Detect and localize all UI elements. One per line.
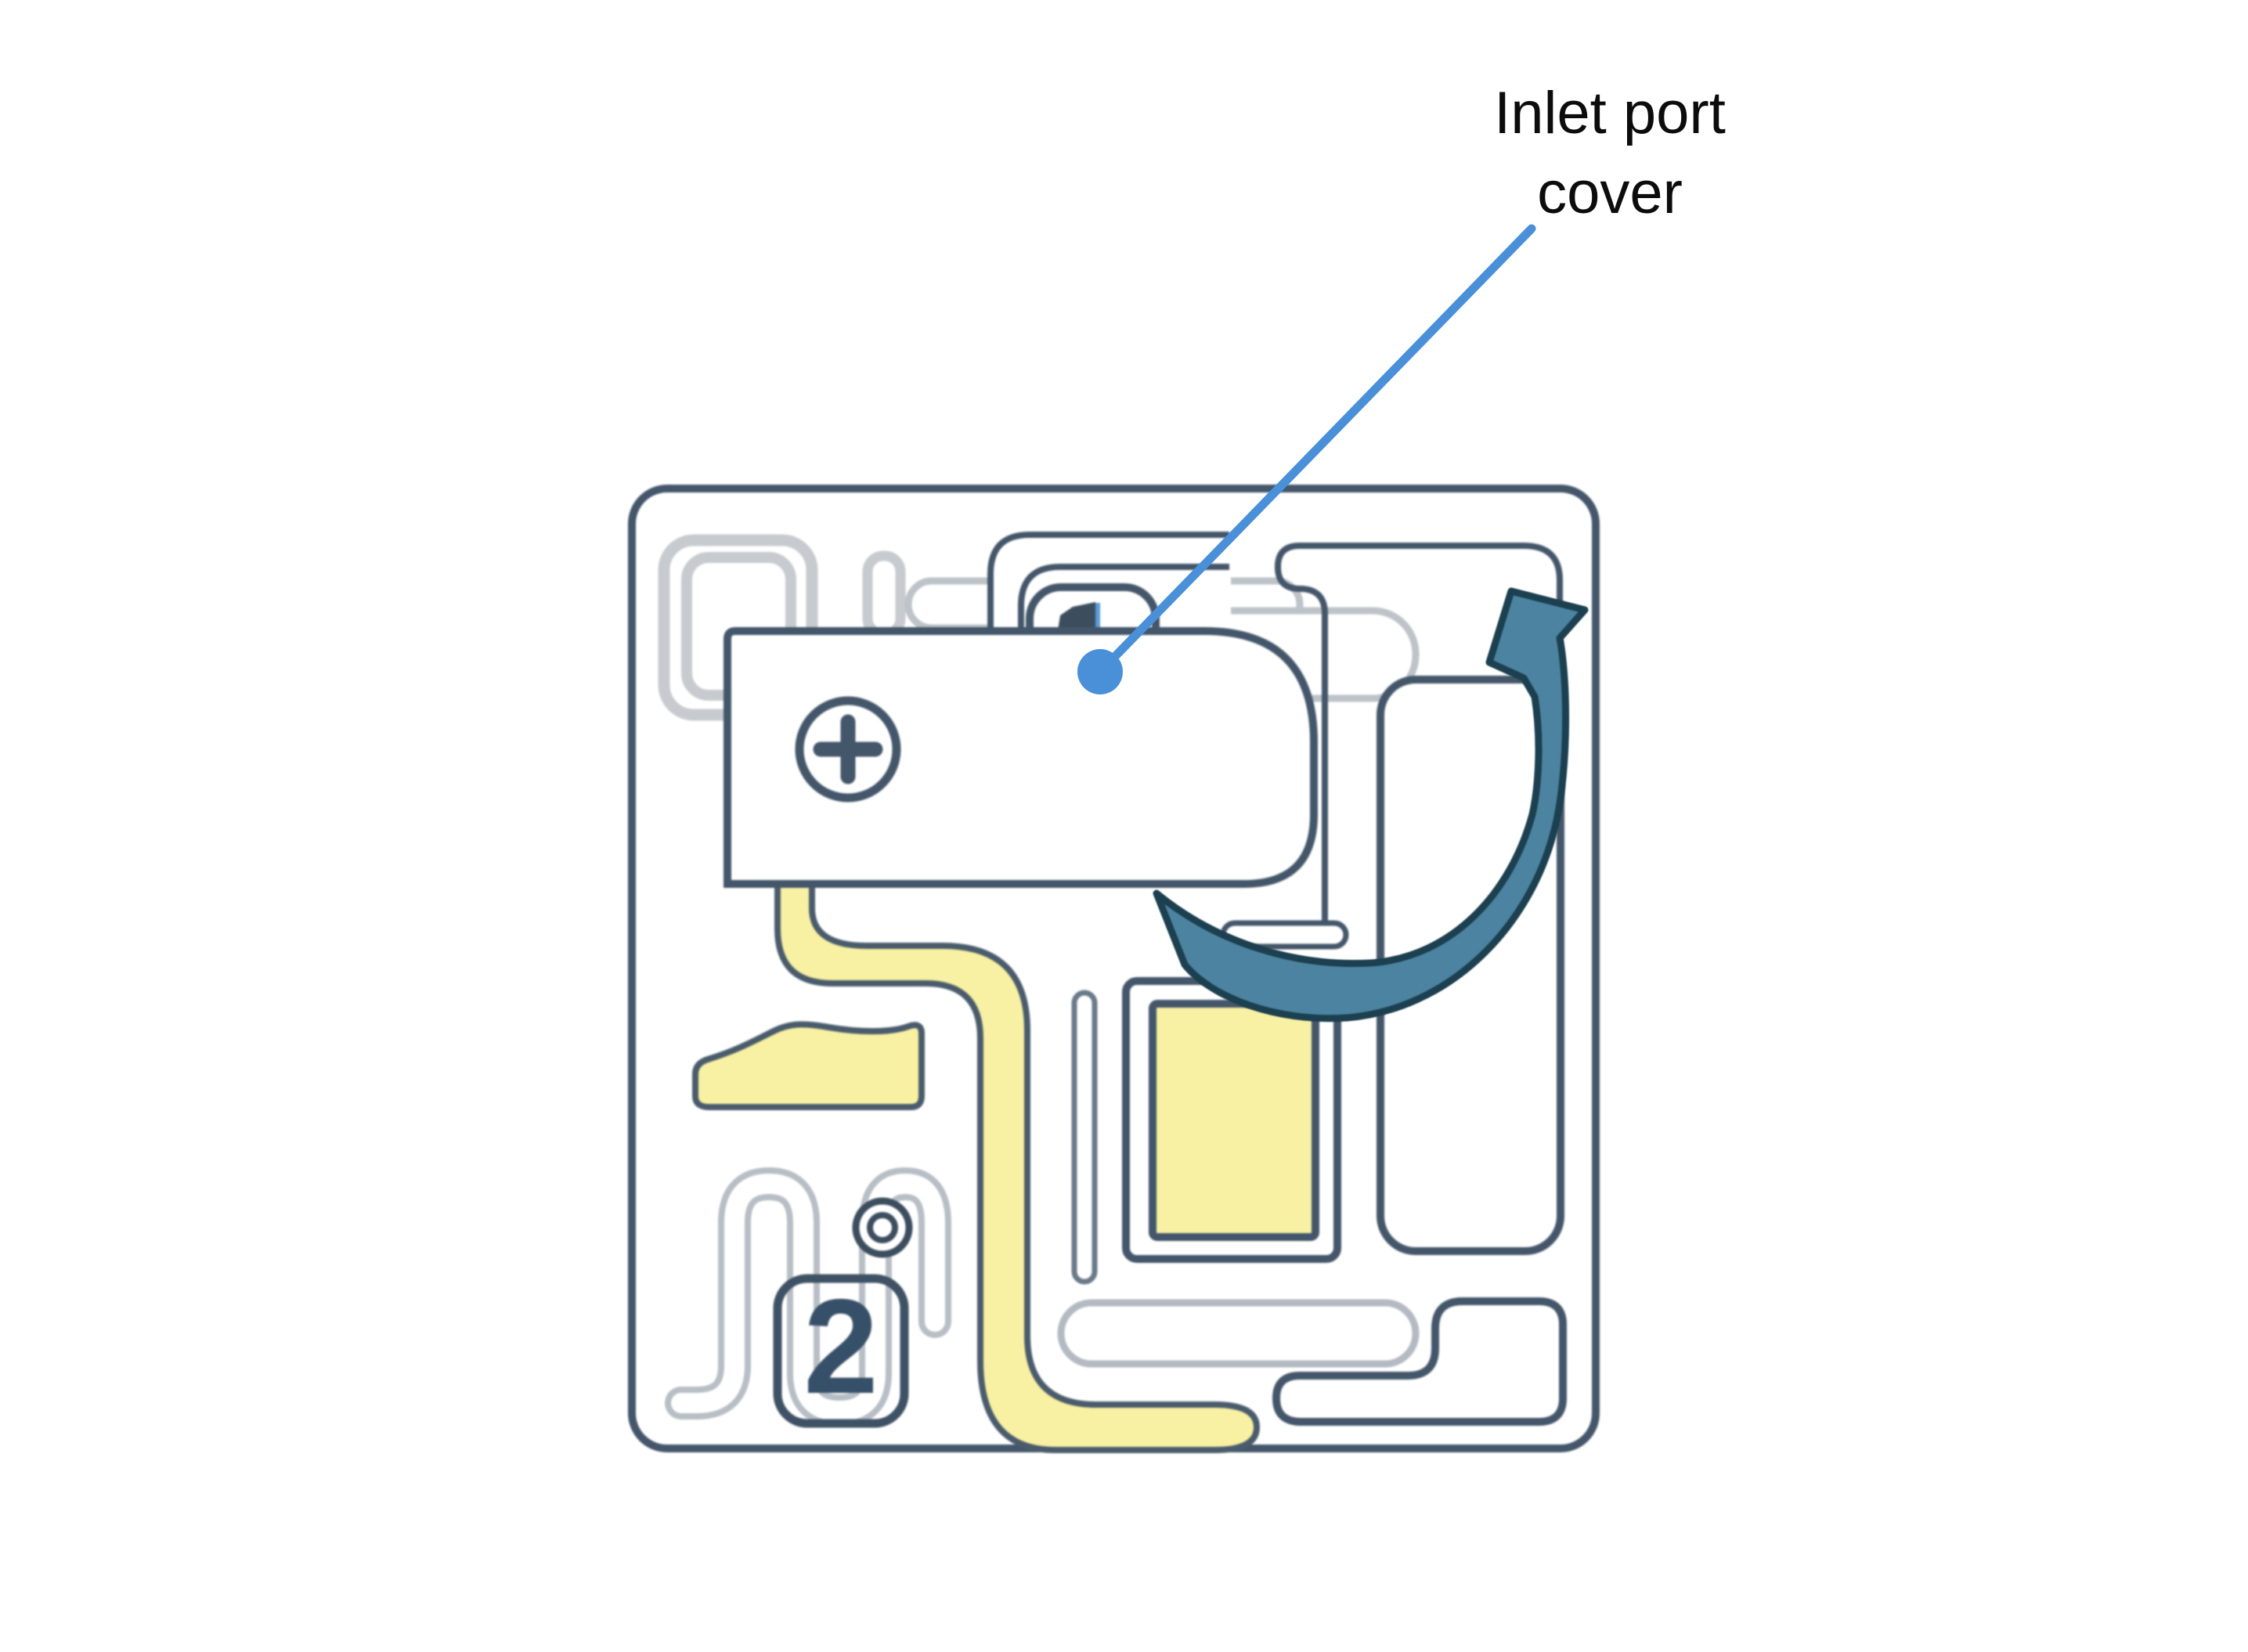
port-1-numeral-highlight [1095,603,1100,636]
t-channel-walls [1274,543,1563,922]
port-2-badge-label: 2 [803,1271,879,1422]
inlet-chamber-inner-wall [1018,564,1229,638]
curved-rotation-arrow-icon [1153,587,1589,1023]
bottom-right-chamber [1272,1297,1567,1426]
inlet-chamber-outer-wall [987,532,1229,638]
phillips-screw-icon [795,696,901,803]
yellow-sample-channel [774,880,1260,1453]
port-2-badge-outline [773,1274,909,1428]
annotation-label-line1: Inlet port [1494,80,1726,146]
callout-line [1095,224,1536,676]
inlet-port-cover [723,627,1318,888]
cartridge-body-group: 2 [628,485,1600,1453]
bottom-capsule-channel [1057,1299,1420,1368]
thin-vent-channel [1071,990,1098,1285]
serpentine-channel-bore [671,1174,945,1421]
reagent-well-fill [1149,1000,1319,1241]
callout-dot [1077,649,1123,694]
rotation-arrow-shape [1153,587,1589,1023]
yellow-wave-chamber [692,1021,925,1110]
double-circle-target-icon [852,1197,913,1258]
gray-post-channel [862,550,906,640]
annotation-label-line2: cover [1537,160,1683,226]
